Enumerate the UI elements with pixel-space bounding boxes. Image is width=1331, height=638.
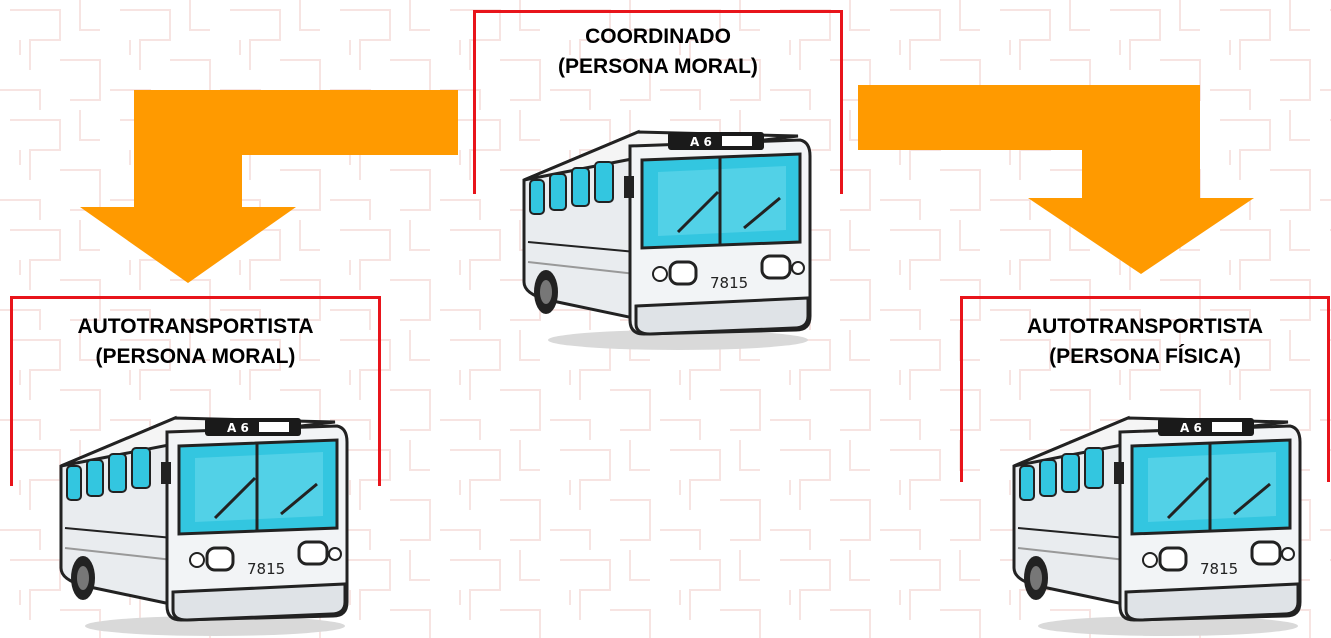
bus-icon: A 6 7815	[59, 415, 349, 636]
bus-number-text: 7815	[710, 274, 748, 292]
right-node-frame	[960, 296, 1330, 482]
bus-number-text: 7815	[247, 560, 285, 578]
left-node-line1: AUTOTRANSPORTISTA	[77, 315, 314, 338]
top-node-label: COORDINADO (PERSONA MORAL)	[473, 22, 843, 82]
left-node-label: AUTOTRANSPORTISTA (PERSONA MORAL)	[10, 312, 381, 372]
arrow-icon	[858, 85, 1254, 274]
left-node-frame	[10, 296, 381, 486]
bus-sign-text: A 6	[227, 421, 249, 435]
top-node-line1: COORDINADO	[585, 25, 731, 48]
bus-sign-text: A 6	[1180, 421, 1202, 435]
bus-sign-text: A 6	[690, 135, 712, 149]
bus-icon: A 6 7815	[1012, 415, 1302, 636]
right-node-line1: AUTOTRANSPORTISTA	[1026, 315, 1264, 338]
bus-icon: A 6 7815	[522, 129, 812, 350]
top-node-frame	[473, 10, 843, 194]
bus-number-text: 7815	[1200, 560, 1238, 578]
right-node-label: AUTOTRANSPORTISTA (PERSONA FÍSICA)	[960, 312, 1330, 372]
right-node-line2: (PERSONA FÍSICA)	[1049, 345, 1241, 368]
arrow-icon	[80, 90, 458, 283]
left-node-line2: (PERSONA MORAL)	[95, 345, 296, 368]
top-node-line2: (PERSONA MORAL)	[558, 55, 758, 78]
